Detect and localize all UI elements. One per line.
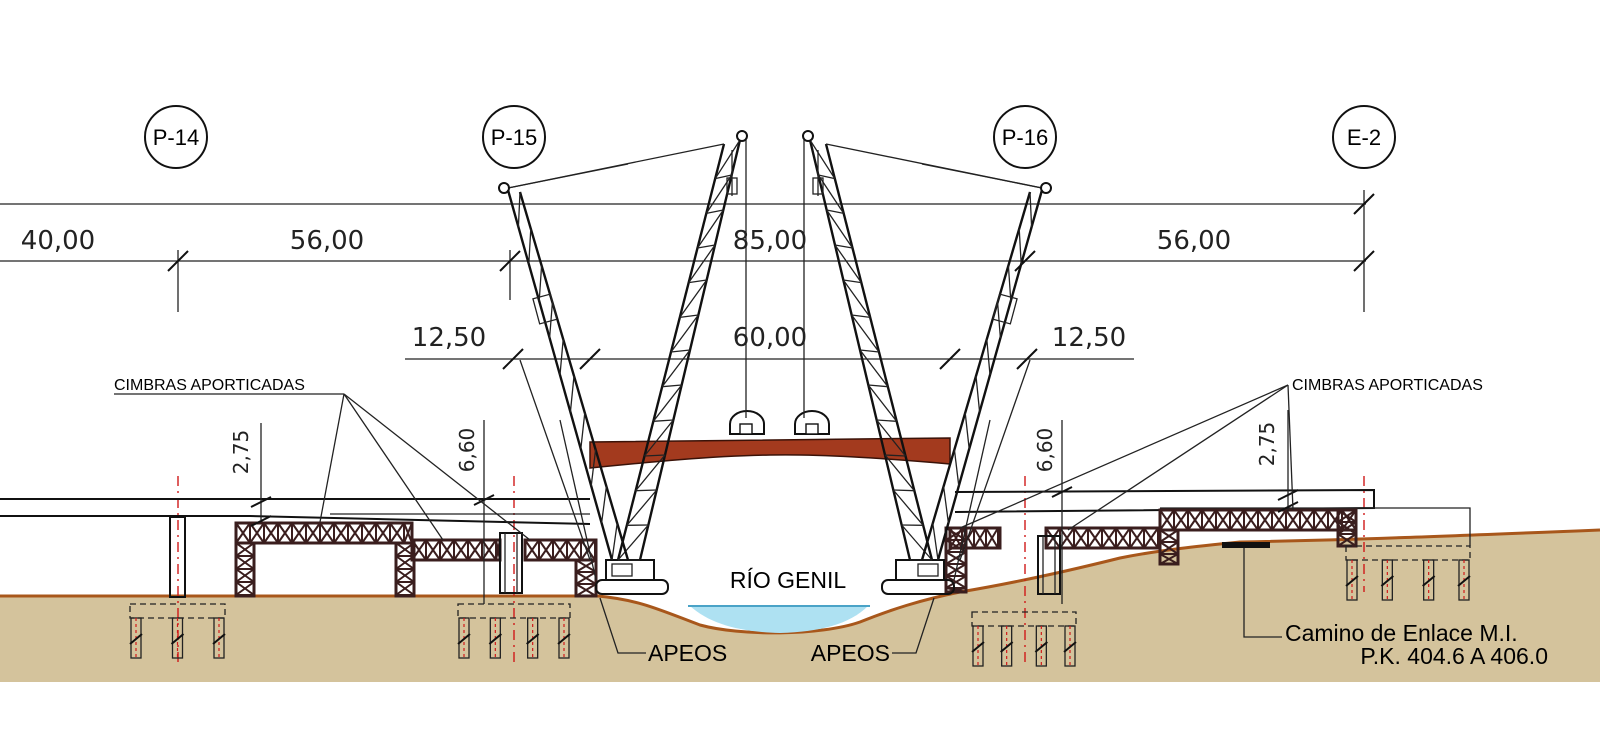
label-cimbras-left: CIMBRAS APORTICADAS <box>114 377 531 541</box>
height-dim-right-660: 6,60 <box>1033 420 1073 604</box>
span-40: 40,00 <box>21 226 95 256</box>
cimbras-aporticadas-left: CIMBRAS APORTICADAS <box>114 377 305 394</box>
river-water <box>690 606 868 633</box>
camino-enlace: Camino de Enlace M.I. <box>1285 620 1518 646</box>
pier-marker-e2: E-2 <box>1332 105 1396 169</box>
height-660-left: 6,60 <box>455 428 479 473</box>
label-cimbras-right: CIMBRAS APORTICADAS <box>959 377 1483 531</box>
span-85: 85,00 <box>733 226 807 256</box>
height-660-right: 6,60 <box>1033 428 1057 473</box>
span-12-50-right: 12,50 <box>1052 323 1126 353</box>
central-girder <box>589 410 951 469</box>
pier-label-p14: P-14 <box>153 125 199 150</box>
label-apeos-left: APEOS <box>599 597 727 666</box>
crane-right <box>802 130 1052 595</box>
ground <box>0 528 1600 682</box>
pier-markers: P-14 P-15 P-16 E-2 <box>144 105 1396 169</box>
pier-label-p16: P-16 <box>1002 125 1048 150</box>
height-dim-left-275: 2,75 <box>229 423 272 527</box>
terrain-line <box>0 528 1600 635</box>
span-56-right: 56,00 <box>1157 226 1231 256</box>
height-dim-right-275: 2,75 <box>1255 410 1299 513</box>
cimbras-aporticadas-right: CIMBRAS APORTICADAS <box>1292 377 1483 394</box>
pier-marker-p16: P-16 <box>993 105 1057 169</box>
ground-fill <box>0 530 1600 682</box>
camino-pk: P.K. 404.6 A 406.0 <box>1360 643 1548 669</box>
label-apeos-right: APEOS <box>811 597 935 666</box>
height-275-right: 2,75 <box>1255 422 1279 467</box>
pier-marker-p15: P-15 <box>482 105 546 169</box>
apeos-right: APEOS <box>811 640 890 666</box>
pier-label-e2: E-2 <box>1347 125 1381 150</box>
pier-p14-column <box>169 516 186 598</box>
river-label: RÍO GENIL <box>730 567 847 593</box>
span-12-50-left: 12,50 <box>412 323 486 353</box>
apeos-left: APEOS <box>648 640 727 666</box>
upper-dimension-chain: 40,00 56,00 85,00 56,00 <box>0 190 1375 312</box>
height-dim-left-660: 6,60 <box>455 420 495 604</box>
lower-dimension-chain: 12,50 60,00 12,50 <box>405 323 1134 370</box>
label-camino: Camino de Enlace M.I. P.K. 404.6 A 406.0 <box>1222 542 1548 669</box>
deck-left <box>0 498 591 525</box>
span-56-left: 56,00 <box>290 226 364 256</box>
falsework-right <box>944 508 1358 595</box>
steel-girder <box>589 437 951 469</box>
height-275-left: 2,75 <box>229 430 253 475</box>
pier-marker-p14: P-14 <box>144 105 208 169</box>
lifting-clamp-right <box>794 410 830 435</box>
falsework-left <box>234 521 598 598</box>
span-60: 60,00 <box>733 323 807 353</box>
crane-left <box>498 130 748 595</box>
foundations <box>129 545 1471 667</box>
lifting-clamp-left <box>729 410 765 435</box>
pier-label-p15: P-15 <box>491 125 537 150</box>
